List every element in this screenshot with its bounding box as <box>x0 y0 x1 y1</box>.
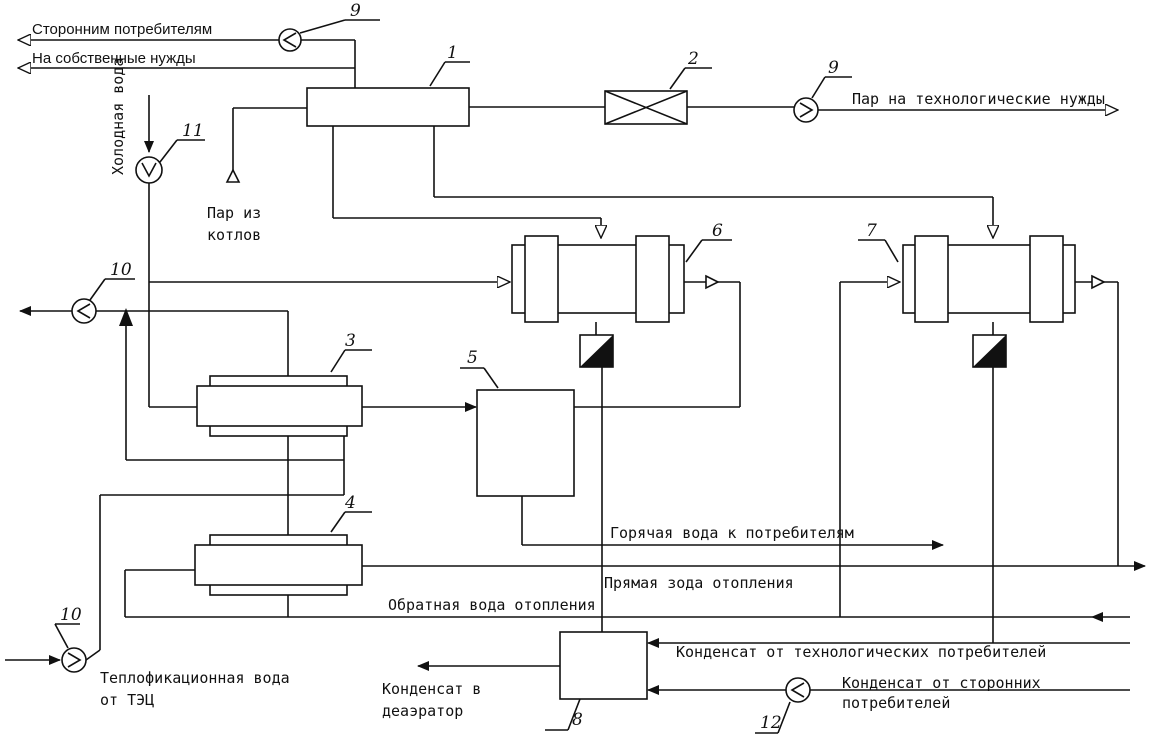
label-third-party: Сторонним потребителям <box>32 21 212 38</box>
label-number-9b: 9 <box>828 58 839 78</box>
storage-tank-5 <box>476 389 575 497</box>
label-number-10b: 10 <box>60 605 82 625</box>
pump-10-bottom <box>61 647 87 673</box>
label-number-4: 4 <box>344 493 356 513</box>
label-third-party-condensate-2: потребителей <box>842 694 950 712</box>
label-supply-heating: Прямая зода отопления <box>604 574 794 592</box>
label-number-2: 2 <box>687 49 699 69</box>
label-boiler-steam-2: котлов <box>207 226 261 244</box>
pump-10-left <box>71 298 97 324</box>
label-number-5: 5 <box>467 348 478 368</box>
heat-exchanger-3 <box>196 375 363 437</box>
label-number-6: 6 <box>712 221 723 241</box>
label-number-1: 1 <box>447 43 458 63</box>
label-boiler-steam-1: Пар из <box>207 204 261 222</box>
label-deaerator-2: деаэратор <box>382 702 463 720</box>
heat-exchanger-4 <box>194 534 363 596</box>
pump-12 <box>785 677 811 703</box>
heater-7 <box>902 235 1076 323</box>
label-return-heating: Обратная вода отопления <box>388 596 596 614</box>
valve-9-top <box>278 28 302 52</box>
label-deaerator-1: Конденсат в <box>382 680 481 698</box>
condensate-tank-8 <box>559 631 648 700</box>
label-number-11: 11 <box>182 121 204 141</box>
label-third-party-condensate-1: Конденсат от сторонних <box>842 674 1041 692</box>
label-number-7: 7 <box>866 221 877 241</box>
label-number-8: 8 <box>572 710 583 730</box>
label-number-3: 3 <box>345 331 356 351</box>
label-process-steam: Пар на технологические нужды <box>852 90 1105 108</box>
label-process-condensate: Конденсат от технологических потребителе… <box>676 643 1046 661</box>
label-number-10a: 10 <box>110 260 132 280</box>
valve-9-right <box>793 97 819 123</box>
label-own-needs: На собственные нужды <box>32 50 196 67</box>
label-district-water-1: Теплофикационная вода <box>100 669 290 687</box>
heater-6 <box>511 235 685 323</box>
steam-collector-1 <box>306 87 470 127</box>
pump-11 <box>135 156 163 184</box>
label-district-water-2: от ТЭЦ <box>100 691 154 709</box>
label-cold-water: Холодная вода <box>109 58 127 175</box>
label-hot-water: Горячая вода к потребителям <box>610 524 854 542</box>
label-number-9a: 9 <box>350 1 361 21</box>
label-number-12: 12 <box>760 713 782 733</box>
